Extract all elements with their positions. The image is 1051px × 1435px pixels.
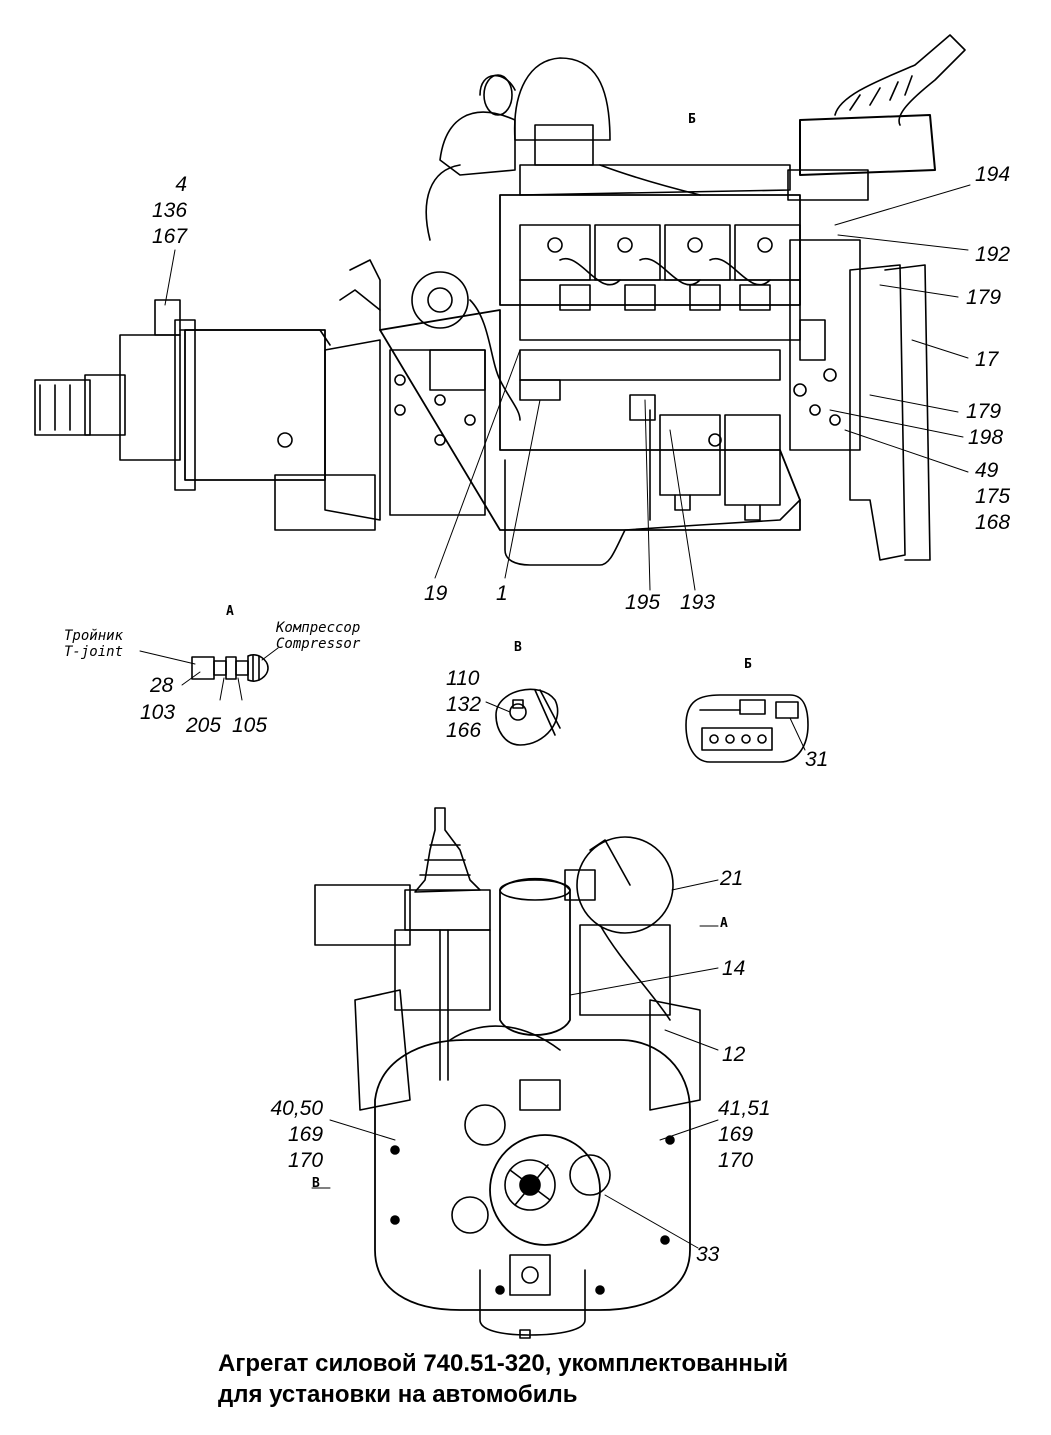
callout-1: 1 <box>496 582 508 605</box>
callout-167: 167 <box>152 225 188 248</box>
view-mark-b-top: Б <box>688 112 696 127</box>
title-line-2: для установки на автомобиль <box>218 1381 578 1408</box>
view-mark-a-detail: А <box>226 604 234 619</box>
callout-14: 14 <box>722 957 746 980</box>
callout-194: 194 <box>975 163 1011 186</box>
callout-175: 175 <box>975 485 1011 508</box>
compressor-en-label: Compressor <box>276 636 361 652</box>
callout-193: 193 <box>680 591 716 614</box>
callout-33: 33 <box>696 1243 720 1266</box>
view-mark-v-detail: В <box>514 640 522 655</box>
view-mark-v-front: В <box>312 1176 320 1191</box>
callout-195: 195 <box>625 591 661 614</box>
callout-170-left: 170 <box>288 1149 324 1172</box>
callout-103: 103 <box>140 701 176 724</box>
tee-ru-label: Тройник <box>64 628 124 644</box>
front-view-engine <box>314 807 701 1339</box>
side-view-engine <box>34 34 966 566</box>
callout-110: 110 <box>446 667 480 690</box>
callout-170-right: 170 <box>718 1149 754 1172</box>
detail-v-fitting <box>485 688 561 746</box>
callout-192: 192 <box>975 243 1011 266</box>
callout-group-40: 40,50 169 170 <box>268 1096 323 1174</box>
callout-19: 19 <box>424 582 448 605</box>
callout-group-49: 49 175 168 <box>975 458 1010 536</box>
callout-179-lower: 179 <box>966 400 1002 423</box>
callout-136: 136 <box>152 199 188 222</box>
tee-note: Тройник T-joint <box>64 628 123 660</box>
compressor-note: Компрессор Compressor <box>276 620 360 652</box>
callout-12: 12 <box>722 1043 746 1066</box>
detail-a-tee-connection <box>139 647 279 701</box>
callout-group-110: 110 132 166 <box>446 666 481 744</box>
callout-group-4: 4 136 167 <box>152 172 187 250</box>
callout-31: 31 <box>805 748 829 771</box>
callout-41-51: 41,51 <box>718 1097 771 1120</box>
callout-179-upper: 179 <box>966 286 1002 309</box>
callout-168: 168 <box>975 511 1011 534</box>
callout-132: 132 <box>446 693 482 716</box>
callout-49: 49 <box>975 459 999 482</box>
callout-28: 28 <box>150 674 174 697</box>
compressor-ru-label: Компрессор <box>276 620 361 636</box>
callout-17: 17 <box>975 348 999 371</box>
view-mark-b-detail: Б <box>744 657 752 672</box>
callout-21: 21 <box>720 867 744 890</box>
side-view-leaders <box>164 184 971 591</box>
callout-105: 105 <box>232 714 268 737</box>
callout-4: 4 <box>175 173 188 196</box>
callout-198: 198 <box>968 426 1004 449</box>
front-view-leaders <box>311 879 719 1249</box>
drawing-title: Агрегат силовой 740.51-320, укомплектова… <box>218 1348 1018 1410</box>
callout-166: 166 <box>446 719 482 742</box>
callout-group-41: 41,51 169 170 <box>718 1096 771 1174</box>
callout-169-left: 169 <box>288 1123 324 1146</box>
title-line-1: Агрегат силовой 740.51-320, укомплектова… <box>218 1350 789 1377</box>
callout-169-right: 169 <box>718 1123 754 1146</box>
callout-40-50: 40,50 <box>270 1097 324 1120</box>
callout-205: 205 <box>186 714 222 737</box>
tee-en-label: T-joint <box>64 644 124 660</box>
view-mark-a-front: А <box>720 916 728 931</box>
detail-b-connector <box>685 694 809 763</box>
